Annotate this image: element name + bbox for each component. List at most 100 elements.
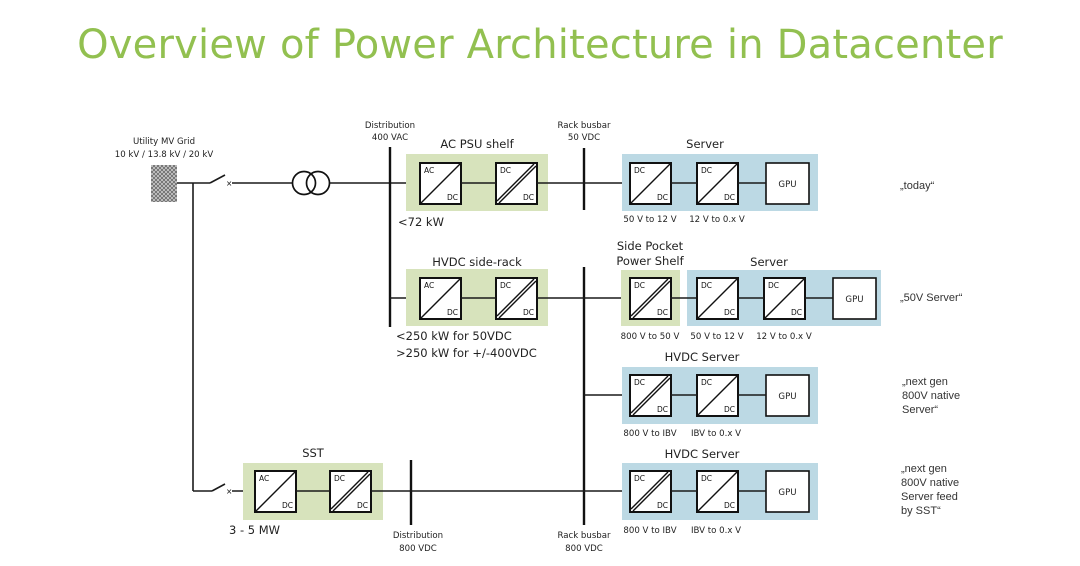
gpu-label: GPU xyxy=(778,392,796,402)
converter-input-label: DC xyxy=(701,474,712,483)
server-50v-title: Server xyxy=(750,255,788,269)
rack-50-label-1: Rack busbar xyxy=(557,121,611,131)
dc-dc-converter: DC DC xyxy=(696,470,739,513)
gpu-block: GPU xyxy=(765,162,810,205)
stage-label: 800 V to IBV xyxy=(623,526,676,536)
converter-input-label: DC xyxy=(701,378,712,387)
stage-label: IBV to 0.x V xyxy=(691,429,741,439)
utility-grid-icon xyxy=(151,165,177,202)
ac-dc-converter: AC DC xyxy=(419,277,462,320)
svg-text:×: × xyxy=(226,487,232,496)
dc-dc-isolated-converter: DC DC xyxy=(495,162,538,205)
converter-input-label: DC xyxy=(334,474,345,483)
gpu-box xyxy=(765,374,810,417)
converter-input-label: DC xyxy=(500,281,511,290)
stage-label: 800 V to IBV xyxy=(623,429,676,439)
dc-dc-converter: DC DC xyxy=(696,162,739,205)
dc-dc-isolated-converter: DC DC xyxy=(629,374,672,417)
row2-power-note: <250 kW for 50VDC xyxy=(396,329,512,343)
stage-label: 50 V to 12 V xyxy=(623,215,676,225)
converter-input-label: AC xyxy=(424,281,434,290)
dist-ac-label-1: Distribution xyxy=(365,121,415,131)
row4-power-note: 3 - 5 MW xyxy=(229,523,280,537)
converter-box xyxy=(495,277,538,320)
row1-power-note: <72 kW xyxy=(398,215,444,229)
converter-output-label: DC xyxy=(447,308,458,317)
stage-label: 800 V to 50 V xyxy=(621,332,680,342)
rack-800-label-2: 800 VDC xyxy=(565,544,603,554)
dc-dc-converter: DC DC xyxy=(763,277,806,320)
converter-input-label: DC xyxy=(701,281,712,290)
dist-ac-label-2: 400 VAC xyxy=(372,133,408,143)
converter-input-label: DC xyxy=(634,281,645,290)
dc-dc-isolated-converter: DC DC xyxy=(329,470,372,513)
hvdc-server-sst-title: HVDC Server xyxy=(665,447,740,461)
converter-input-label: DC xyxy=(634,474,645,483)
dc-dc-isolated-converter: DC DC xyxy=(629,470,672,513)
grid-feeder: × × xyxy=(177,170,420,496)
grid-voltages: 10 kV / 13.8 kV / 20 kV xyxy=(115,150,214,160)
converter-output-label: DC xyxy=(724,193,735,202)
server-today-title: Server xyxy=(686,137,724,151)
stage-label: 12 V to 0.x V xyxy=(689,215,745,225)
converter-output-label: DC xyxy=(724,501,735,510)
converter-input-label: DC xyxy=(634,166,645,175)
scenario-next-gen: „next gen xyxy=(902,376,948,388)
converter-input-label: DC xyxy=(701,166,712,175)
converter-input-label: AC xyxy=(424,166,434,175)
converter-output-label: DC xyxy=(523,193,534,202)
converter-output-label: DC xyxy=(357,501,368,510)
converter-output-label: DC xyxy=(724,308,735,317)
dist-dc-label-1: Distribution xyxy=(393,531,443,541)
hvdc-side-rack-title: HVDC side-rack xyxy=(432,255,522,269)
converter-output-label: DC xyxy=(657,501,668,510)
stage-label: IBV to 0.x V xyxy=(691,526,741,536)
page-title: Overview of Power Architecture in Datace… xyxy=(77,22,1003,68)
gpu-label: GPU xyxy=(778,488,796,498)
scenario-today: „today“ xyxy=(900,180,935,192)
converter-output-label: DC xyxy=(282,501,293,510)
converter-box xyxy=(629,470,672,513)
stage-label: 50 V to 12 V xyxy=(690,332,743,342)
converter-input-label: DC xyxy=(634,378,645,387)
converter-input-label: DC xyxy=(500,166,511,175)
dc-dc-isolated-converter: DC DC xyxy=(495,277,538,320)
scenario-next-gen: Server“ xyxy=(902,404,938,416)
converter-box xyxy=(629,277,672,320)
side-pocket-title-1: Side Pocket xyxy=(617,239,684,253)
converter-output-label: DC xyxy=(523,308,534,317)
sst-title: SST xyxy=(302,446,325,460)
gpu-box xyxy=(765,470,810,513)
converter-output-label: DC xyxy=(657,405,668,414)
converter-box xyxy=(495,162,538,205)
gpu-block: GPU xyxy=(832,277,877,320)
scenario-next-gen-sst: 800V native xyxy=(901,477,959,489)
scenario-next-gen: 800V native xyxy=(902,390,960,402)
gpu-box xyxy=(765,162,810,205)
gpu-label: GPU xyxy=(845,295,863,305)
row2-power-note: >250 kW for +/-400VDC xyxy=(396,346,537,360)
scenario-next-gen-sst: Server feed xyxy=(901,491,958,503)
transformer-icon xyxy=(291,170,331,196)
gpu-block: GPU xyxy=(765,374,810,417)
side-pocket-title-2: Power Shelf xyxy=(616,254,684,268)
svg-text:×: × xyxy=(226,179,232,188)
stage-label: 12 V to 0.x V xyxy=(756,332,812,342)
scenario-next-gen-sst: by SST“ xyxy=(901,505,941,517)
ac-psu-shelf-title: AC PSU shelf xyxy=(440,137,514,151)
gpu-block: GPU xyxy=(765,470,810,513)
rack-50-label-2: 50 VDC xyxy=(568,133,600,143)
ac-dc-converter: AC DC xyxy=(254,470,297,513)
scenario-next-gen-sst: „next gen xyxy=(901,463,947,475)
converter-box xyxy=(629,374,672,417)
grid-name: Utility MV Grid xyxy=(133,137,195,147)
scenario-50v-server: „50V Server“ xyxy=(900,292,963,304)
converter-input-label: DC xyxy=(768,281,779,290)
converter-output-label: DC xyxy=(791,308,802,317)
converter-input-label: AC xyxy=(259,474,269,483)
